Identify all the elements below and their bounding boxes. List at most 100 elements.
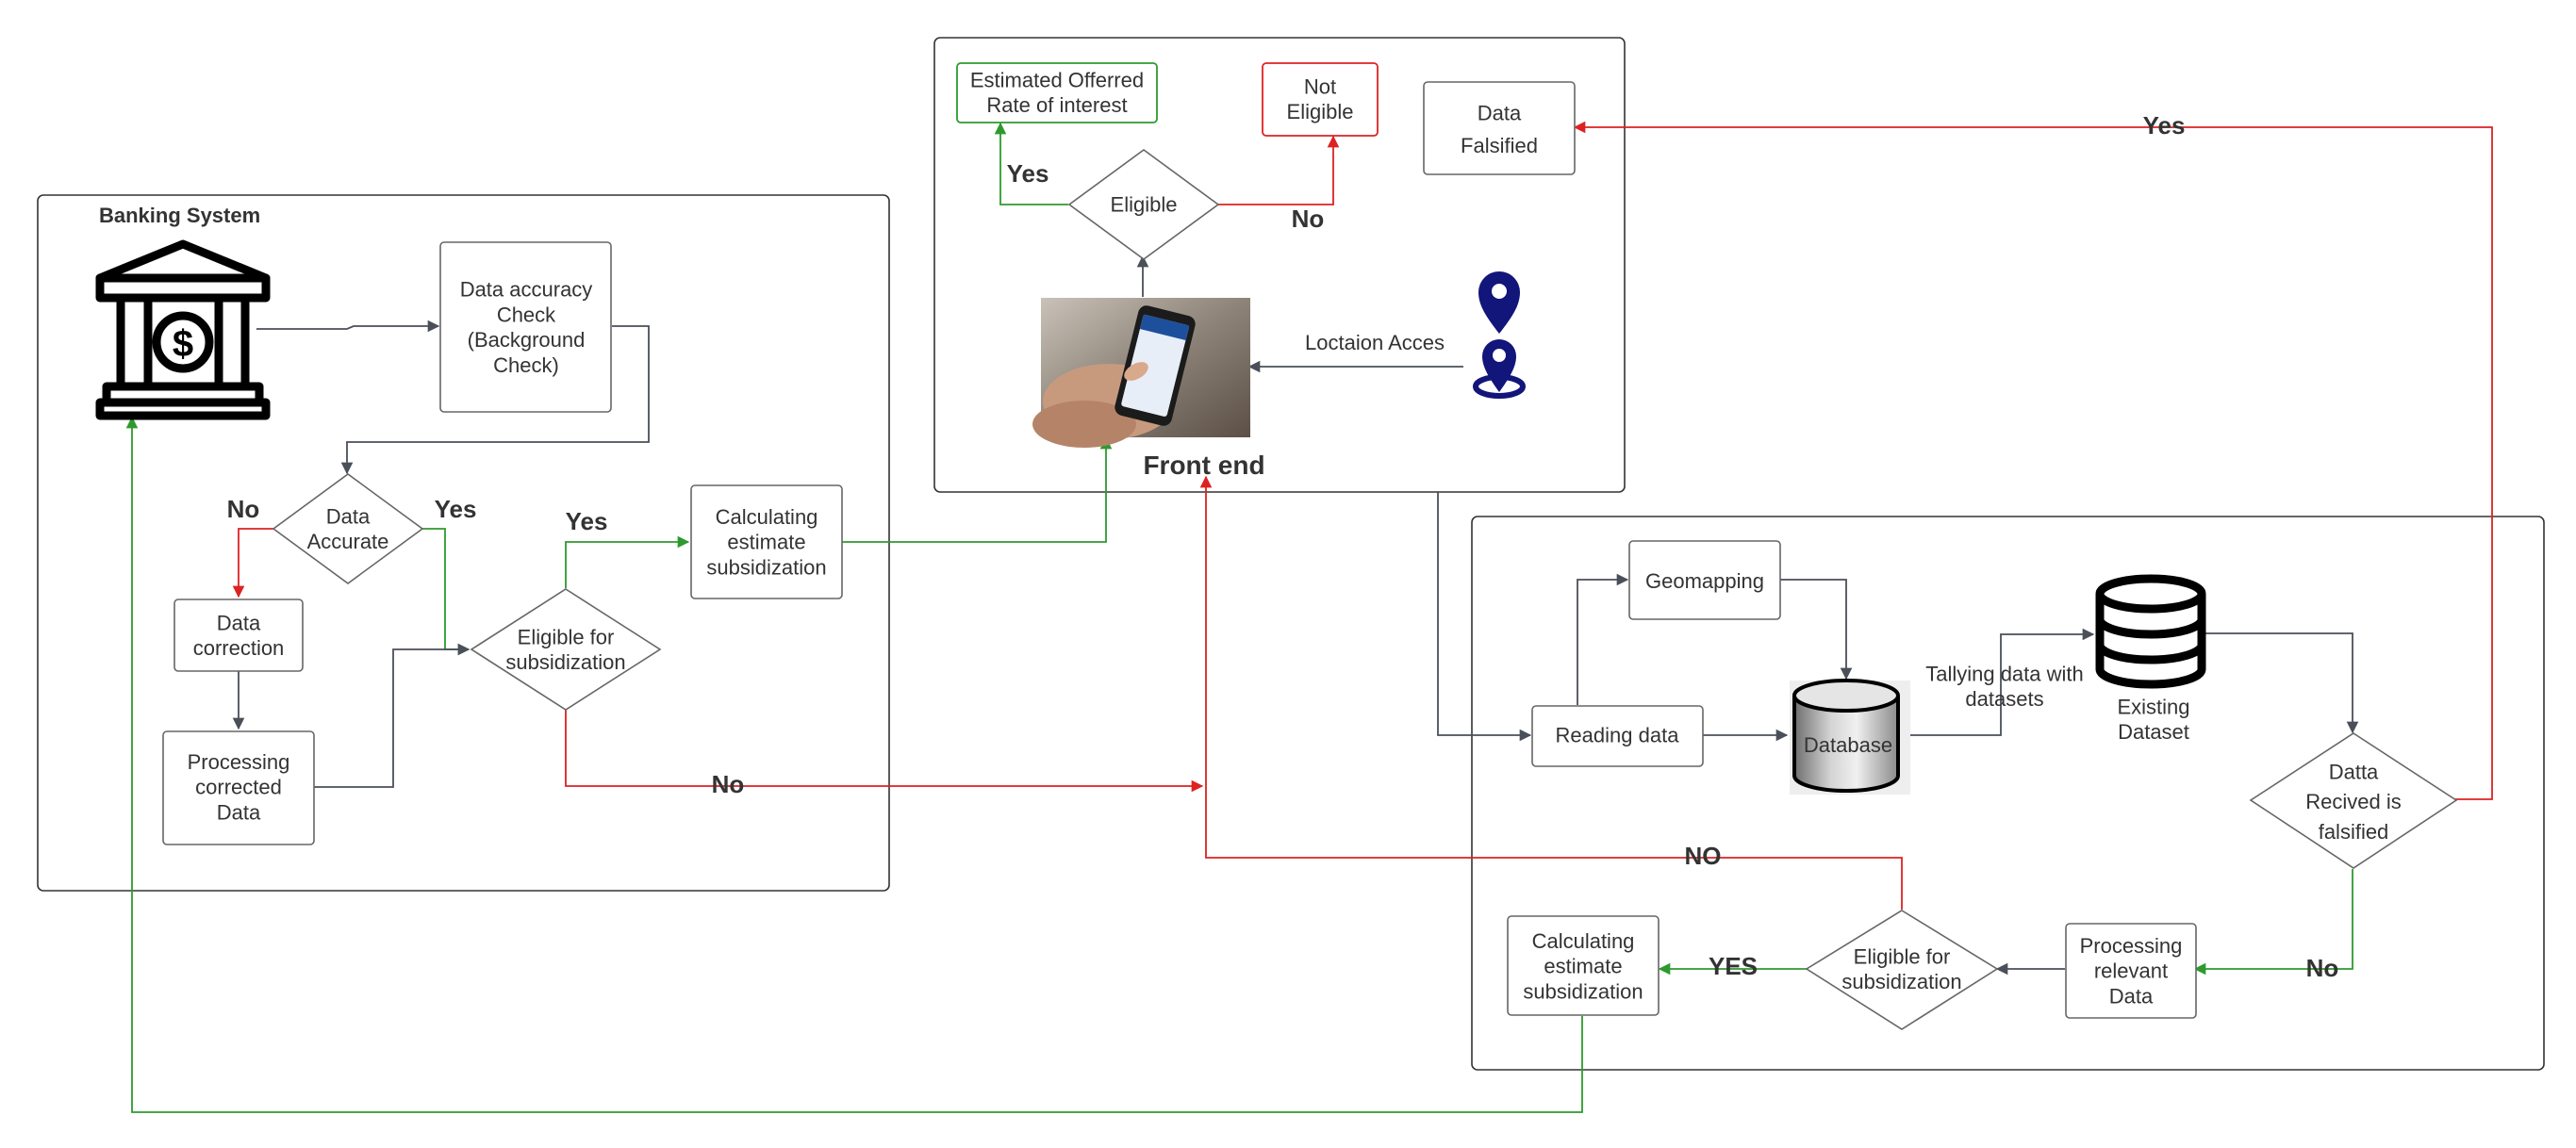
label-line: Not [1304, 74, 1336, 98]
label-line: Data [2109, 985, 2154, 1009]
edge-eligible-no-to-not-eligible [1217, 135, 1340, 205]
label-line: Falsified [1461, 134, 1538, 157]
label-line: Tallying data with [1925, 662, 2084, 685]
label-line: subsidization [706, 556, 826, 580]
geomapping-label: Geomapping [1645, 569, 1764, 593]
label-line: Data accuracy [460, 277, 593, 301]
label-line: Existing [2117, 695, 2189, 718]
label-line: Calculating [1532, 929, 1635, 953]
label-line: Dataset [2118, 720, 2189, 744]
label-line: correction [193, 636, 285, 660]
edge-frontend-to-reading-data [1437, 492, 1532, 742]
label-line: Eligible [1111, 193, 1178, 217]
location-pin-icon [1473, 271, 1526, 399]
edge-bank-to-accuracy-check [256, 320, 440, 333]
label-line: Datta [2329, 760, 2379, 783]
frontend-title: Front end [1143, 451, 1264, 480]
label-line: subsidization [1523, 980, 1643, 1004]
data-falsified-box [1423, 81, 1576, 175]
edge-falsified-no-to-processing-relevant [2193, 869, 2353, 976]
calc-estimate-back-box [1507, 915, 1660, 1016]
edge-processing-to-eligible-bank [314, 643, 471, 788]
label-line: datasets [1965, 687, 2043, 711]
label-line: Check) [493, 353, 559, 377]
label-line: (Background [468, 328, 586, 352]
label-no-frontend: No [1292, 205, 1325, 233]
label-line: Reading data [1556, 724, 1680, 747]
label-no-eligible-bank: No [712, 770, 745, 798]
label-line: Eligible [1287, 100, 1354, 123]
eligible-subsidization-back-diamond [1805, 910, 1999, 1030]
label-line: Calculating [716, 505, 818, 529]
label-line: Eligible for [1854, 944, 1951, 968]
existing-dataset-database-icon [2095, 574, 2206, 689]
label-line: Recived is [2305, 790, 2401, 813]
edge-existing-dataset-to-falsified-check [2203, 632, 2359, 734]
edge-eligible-yes-to-rate [994, 122, 1068, 205]
est-offered-rate-box [956, 62, 1158, 123]
edge-calc-back-to-bank [125, 416, 1583, 1113]
label-no-falsified: No [2306, 954, 2339, 982]
label-line: Check [497, 303, 556, 326]
edge-eligible-bank-yes-to-calc [565, 535, 690, 588]
frontend-container [933, 37, 1626, 493]
data-accurate-diamond [272, 473, 424, 584]
label-line: Data [217, 611, 261, 634]
label-line: Data [326, 504, 371, 528]
label-yes-falsified: Yes [2143, 111, 2186, 139]
database-label: Database [1804, 733, 1892, 757]
banking-system-title: Banking System [99, 204, 260, 227]
label-line: Accurate [307, 530, 389, 553]
label-line: Processing [188, 750, 290, 774]
data-correction-box [173, 599, 304, 672]
label-yes-back: YES [1709, 952, 1758, 980]
edge-no-to-correction [232, 528, 273, 599]
dollar-icon: $ [173, 323, 193, 365]
edge-database-to-existing-dataset [1903, 628, 2095, 736]
reading-data-box [1531, 705, 1704, 767]
location-access-label: Loctaion Acces [1305, 331, 1445, 354]
label-line: falsified [2319, 820, 2389, 844]
label-line: Processing [2080, 934, 2183, 958]
reading-data-label: Reading data [1556, 724, 1680, 747]
label-no-data-accurate: No [227, 495, 260, 523]
label-yes-frontend: Yes [1007, 159, 1049, 188]
bank-icon [95, 239, 271, 420]
label-line: corrected [195, 776, 282, 799]
processing-relevant-box [2065, 923, 2197, 1019]
edge-yes-to-eligible-bank [422, 528, 471, 656]
eligible-subsidization-bank-diamond [470, 588, 662, 711]
label-line: estimate [727, 531, 805, 554]
eligible-frontend-label: Eligible [1111, 193, 1178, 217]
label-line: subsidization [505, 650, 625, 674]
backend-container [1471, 516, 2545, 1071]
edge-calc-to-frontend-phone [842, 436, 1113, 543]
edge-eligible-bank-no-to-frontend [565, 709, 1204, 793]
label-yes-eligible-bank: Yes [566, 507, 608, 535]
calc-estimate-bank-box [690, 484, 843, 599]
phone-in-hand-image [1032, 298, 1250, 448]
edge-reading-to-geomapping [1577, 573, 1629, 705]
edge-falsified-yes-to-data-falsified [1573, 121, 2493, 800]
database-cylinder [1790, 679, 1910, 795]
label-line: Estimated Offerred [970, 68, 1144, 91]
data-received-falsified-diamond [2249, 732, 2458, 869]
label-line: Eligible for [518, 625, 615, 648]
label-line: estimate [1544, 955, 1622, 978]
label-no-back: NO [1685, 842, 1722, 870]
